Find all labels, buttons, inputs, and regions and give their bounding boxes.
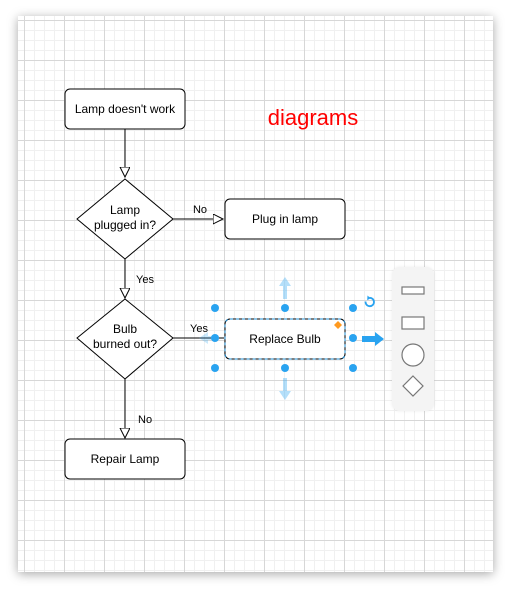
node-label: Replace Bulb: [249, 332, 321, 346]
resize-handle-bottom-left[interactable]: [211, 364, 219, 372]
resize-handle-top[interactable]: [281, 304, 289, 312]
node-label-line2: plugged in?: [94, 218, 156, 232]
diagram-title: diagrams: [268, 105, 358, 130]
rectangle-small-icon[interactable]: [401, 286, 425, 295]
node-label-line1: Bulb: [113, 322, 137, 336]
node-label: Repair Lamp: [91, 452, 160, 466]
node-plug-in-lamp[interactable]: Plug in lamp: [224, 198, 346, 240]
resize-handle-top-right[interactable]: [349, 304, 357, 312]
node-label-line1: Lamp: [110, 203, 140, 217]
resize-handle-top-left[interactable]: [211, 304, 219, 312]
resize-handle-left[interactable]: [211, 334, 219, 342]
arrow-left-icon[interactable]: [199, 332, 217, 344]
node-lamp-doesnt-work[interactable]: Lamp doesn't work: [64, 88, 186, 130]
resize-handle-bottom[interactable]: [281, 364, 289, 372]
node-repair-lamp[interactable]: Repair Lamp: [64, 438, 186, 480]
rotate-icon[interactable]: [364, 295, 375, 308]
arrow-right-icon[interactable]: [362, 332, 384, 346]
diamond-icon[interactable]: [402, 375, 424, 397]
shape-picker: [401, 286, 425, 397]
node-label: Lamp doesn't work: [75, 102, 176, 116]
edge-label-burned-yes: Yes: [190, 323, 208, 335]
resize-handle-bottom-right[interactable]: [349, 364, 357, 372]
shape-picker-panel: [392, 267, 434, 411]
rectangle-icon[interactable]: [401, 316, 425, 330]
node-lamp-plugged-in[interactable]: Lamp plugged in?: [76, 178, 174, 260]
node-label: Plug in lamp: [252, 212, 318, 226]
node-label-line2: burned out?: [93, 337, 157, 351]
flowchart: diagrams No Yes Yes No Lamp doesn't work: [64, 88, 384, 480]
edge-label-plugged-yes: Yes: [136, 274, 154, 286]
edge-label-burned-no: No: [138, 414, 152, 426]
style-handle-icon[interactable]: [334, 321, 342, 329]
edge-label-plugged-no: No: [193, 204, 207, 216]
circle-icon[interactable]: [401, 343, 425, 367]
resize-handle-right[interactable]: [349, 334, 357, 342]
node-replace-bulb[interactable]: Replace Bulb: [224, 318, 346, 360]
arrow-down-icon[interactable]: [279, 378, 291, 400]
resize-handles[interactable]: [211, 304, 357, 372]
node-bulb-burned-out[interactable]: Bulb burned out?: [76, 298, 174, 380]
arrow-up-icon[interactable]: [279, 277, 291, 299]
